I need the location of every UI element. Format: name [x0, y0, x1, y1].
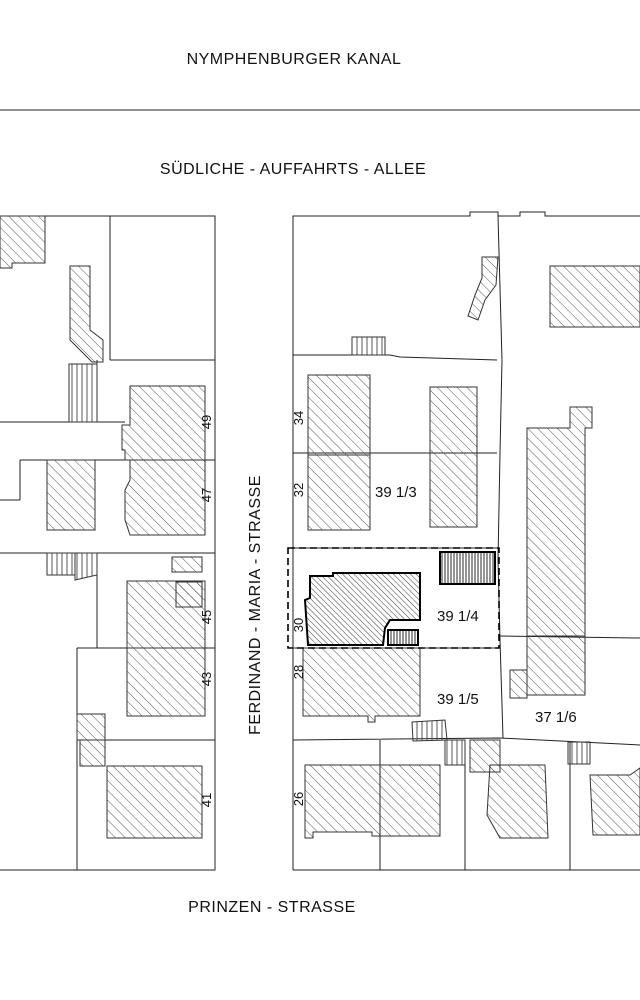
house-number-41: 41 — [199, 793, 214, 807]
label-prinzen-strasse: PRINZEN - STRASSE — [188, 899, 356, 916]
house-number-45: 45 — [199, 610, 214, 624]
label-suedliche-auffahrts-allee: SÜDLICHE - AUFFAHRTS - ALLEE — [160, 160, 426, 178]
house-number-28: 28 — [291, 665, 306, 679]
house-number-49: 49 — [199, 415, 214, 429]
house-number-34: 34 — [291, 411, 306, 425]
parcel-39-1-5: 39 1/5 — [437, 691, 479, 708]
house-number-43: 43 — [199, 672, 214, 686]
west-block — [0, 215, 216, 871]
house-number-30: 30 — [291, 618, 306, 632]
parcel-39-1-3: 39 1/3 — [375, 484, 417, 501]
parcel-39-1-4: 39 1/4 — [437, 608, 479, 625]
house-number-32: 32 — [291, 483, 306, 497]
parcel-37-1-6: 37 1/6 — [535, 709, 577, 726]
east-block — [292, 211, 640, 871]
label-ferdinand-maria-strasse: FERDINAND - MARIA - STRASSE — [247, 475, 264, 735]
house-number-26: 26 — [291, 792, 306, 806]
highlighted-parcel — [287, 547, 500, 649]
label-nymphenburger-kanal: NYMPHENBURGER KANAL — [187, 51, 402, 68]
house-number-47: 47 — [199, 488, 214, 502]
